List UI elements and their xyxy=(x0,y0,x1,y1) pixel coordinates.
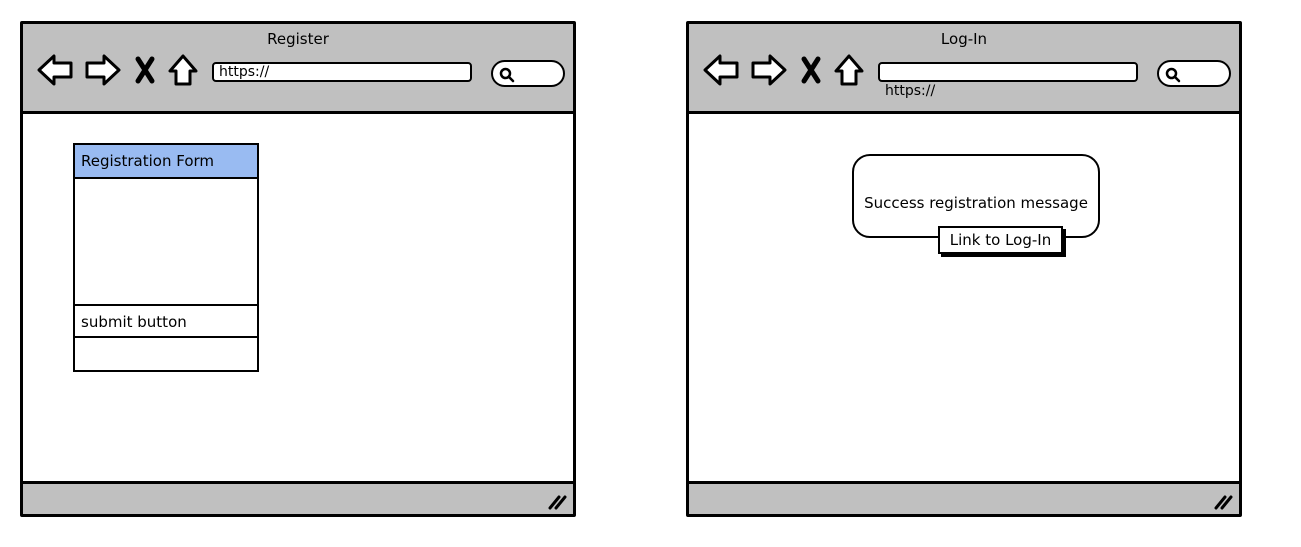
status-bar xyxy=(689,481,1239,514)
browser-toolbar: Register https:// xyxy=(23,24,573,114)
arrow-left-icon[interactable] xyxy=(703,54,739,86)
browser-toolbar: Log-In https:// xyxy=(689,24,1239,114)
home-icon[interactable] xyxy=(834,54,864,86)
search-field[interactable] xyxy=(491,60,565,87)
success-message-text: Success registration message xyxy=(864,194,1088,212)
window-title: Register xyxy=(267,30,329,48)
login-browser-window: Log-In https:// xyxy=(686,21,1242,517)
registration-form: Registration Form submit button xyxy=(73,143,259,372)
nav-icon-group xyxy=(703,52,868,88)
window-title: Log-In xyxy=(940,30,988,48)
resize-grip-icon[interactable] xyxy=(1213,493,1233,511)
address-bar[interactable] xyxy=(878,62,1138,82)
search-field[interactable] xyxy=(1157,60,1231,87)
arrow-left-icon[interactable] xyxy=(37,54,73,86)
address-bar[interactable]: https:// xyxy=(212,62,472,82)
submit-button[interactable]: submit button xyxy=(75,304,257,338)
success-message-box: Success registration message xyxy=(852,154,1100,238)
register-browser-window: Register https:// xyxy=(20,21,576,517)
arrow-right-icon[interactable] xyxy=(85,54,121,86)
search-icon xyxy=(1165,67,1181,83)
close-icon[interactable] xyxy=(801,56,821,84)
registration-form-header: Registration Form xyxy=(75,145,257,179)
home-icon[interactable] xyxy=(168,54,198,86)
arrow-right-icon[interactable] xyxy=(751,54,787,86)
close-icon[interactable] xyxy=(135,56,155,84)
resize-grip-icon[interactable] xyxy=(547,493,567,511)
nav-icon-group xyxy=(37,52,202,88)
status-bar xyxy=(23,481,573,514)
search-icon xyxy=(499,67,515,83)
address-text: https:// xyxy=(885,83,936,99)
login-link-button[interactable]: Link to Log-In xyxy=(938,226,1063,254)
